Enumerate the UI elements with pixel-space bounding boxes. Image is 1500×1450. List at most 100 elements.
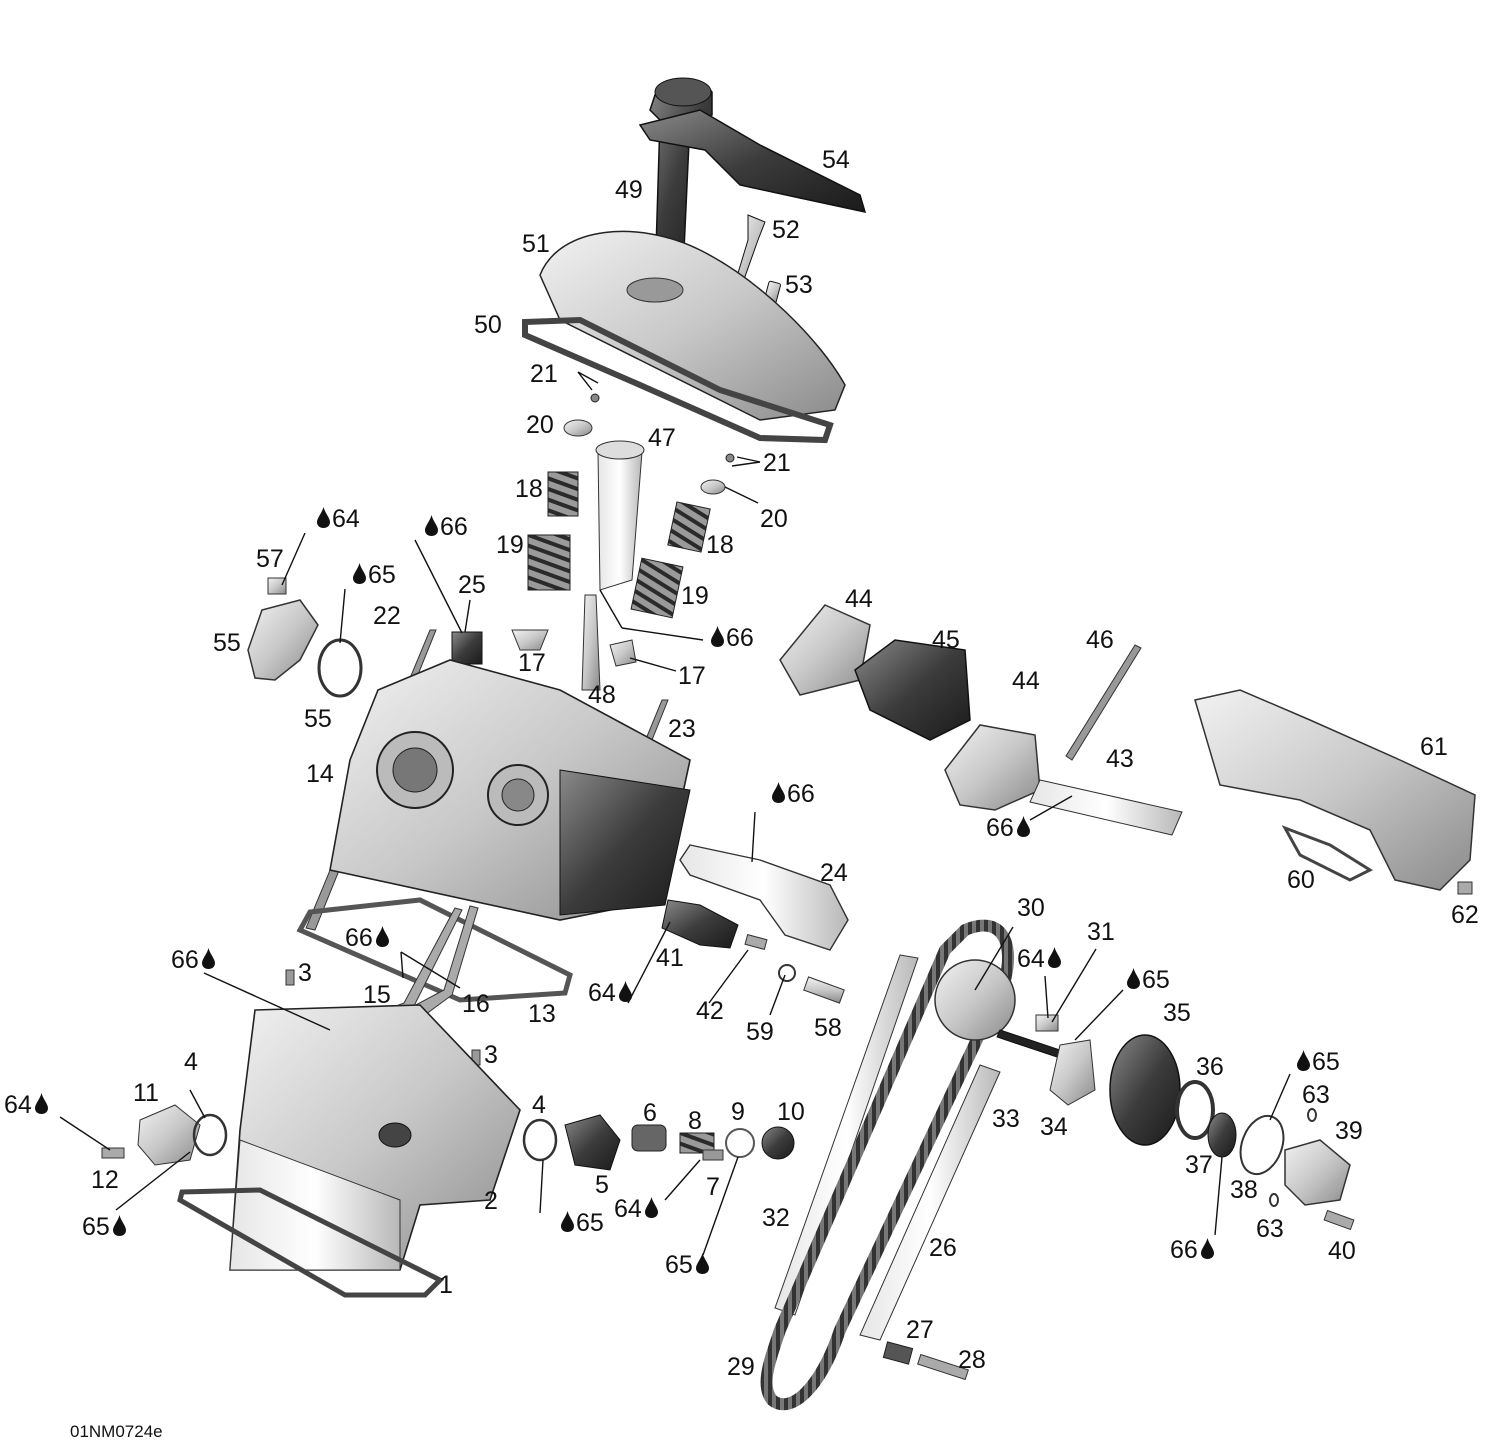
callout-c14: 14 <box>306 760 334 788</box>
callout-c20a: 20 <box>526 411 554 439</box>
leader-lines <box>59 371 1291 1256</box>
part-retainer-20b <box>700 479 726 495</box>
callout-c39: 39 <box>1335 1117 1363 1145</box>
part-rocker-25 <box>451 631 483 665</box>
callout-c44a: 44 <box>845 585 873 613</box>
callout-c35: 35 <box>1163 999 1191 1027</box>
callout-c55b: 55 <box>304 705 332 733</box>
callout-c19b: 19 <box>681 582 709 610</box>
callout-c15: 15 <box>363 981 391 1009</box>
callout-c13: 13 <box>528 1000 556 1028</box>
callout-c65d: 65 <box>82 1213 110 1241</box>
callout-c49: 49 <box>615 176 643 204</box>
callout-c36: 36 <box>1196 1053 1224 1081</box>
callout-c11: 11 <box>133 1079 159 1107</box>
callout-c50: 50 <box>474 311 502 339</box>
callout-c29: 29 <box>727 1353 755 1381</box>
part-oring-9 <box>725 1128 755 1158</box>
part-gear-35 <box>1109 1034 1181 1146</box>
callout-c18b: 18 <box>706 531 734 559</box>
callout-c24: 24 <box>820 859 848 887</box>
oil-drop-icon <box>645 1197 658 1218</box>
callout-c19a: 19 <box>496 531 524 559</box>
part-bolt-40 <box>1323 1209 1355 1231</box>
drawing-reference-code: 01NM0724e <box>70 1422 163 1441</box>
callout-c42: 42 <box>696 997 724 1025</box>
part-washer-36 <box>1175 1080 1215 1140</box>
callout-c66c: 66 <box>787 780 815 808</box>
part-nut-62 <box>1457 881 1473 895</box>
callout-c59: 59 <box>746 1018 774 1046</box>
callout-c3a: 3 <box>298 959 312 987</box>
part-sprocket-30 <box>934 959 1016 1041</box>
callout-c17b: 17 <box>678 662 706 690</box>
callout-c3b: 3 <box>484 1041 498 1069</box>
callout-c18a: 18 <box>515 475 543 503</box>
callout-c37: 37 <box>1185 1151 1213 1179</box>
part-chain-guide-26 <box>859 1064 1001 1341</box>
oil-drop-icon <box>113 1215 126 1236</box>
part-timing-chain-29 <box>760 919 1015 1411</box>
callout-c65b: 65 <box>1142 966 1170 994</box>
part-intake-44a <box>779 604 871 696</box>
callout-c41: 41 <box>656 944 684 972</box>
callout-c51: 51 <box>522 230 550 258</box>
oil-drop-icon <box>561 1211 574 1232</box>
callout-c65f: 65 <box>665 1251 693 1279</box>
oil-drop-icon <box>376 926 389 947</box>
part-oring-38 <box>1239 1114 1285 1176</box>
callout-c28: 28 <box>958 1346 986 1374</box>
callout-c40: 40 <box>1328 1237 1356 1265</box>
callout-c66a: 66 <box>440 513 468 541</box>
part-base-gasket-1 <box>177 1187 445 1298</box>
part-seal-17a <box>511 629 549 651</box>
callout-c22: 22 <box>373 602 401 630</box>
oil-drop-icon <box>1048 947 1061 968</box>
callout-c64e: 64 <box>614 1195 642 1223</box>
callout-c45: 45 <box>932 626 960 654</box>
part-head-gasket-13 <box>296 897 573 1003</box>
callout-c31: 31 <box>1087 918 1115 946</box>
part-pin-7 <box>702 1149 724 1161</box>
part-plug-58 <box>803 976 845 1004</box>
part-shield-54 <box>638 109 867 213</box>
parts-artwork <box>101 77 1476 1411</box>
part-key-21a <box>590 393 600 403</box>
part-shaft-43 <box>1029 779 1183 836</box>
callout-c17a: 17 <box>518 649 546 677</box>
callout-c66f: 66 <box>171 946 199 974</box>
callout-c66d: 66 <box>986 814 1014 842</box>
oil-drop-icon <box>1127 968 1140 989</box>
part-cylinder-head-14 <box>329 659 691 921</box>
oil-drop-icon <box>1201 1238 1214 1259</box>
oil-drop-icon <box>1017 816 1030 837</box>
part-key-21b <box>725 453 735 463</box>
callout-c47: 47 <box>648 424 676 452</box>
oil-drop-icon <box>619 981 632 1002</box>
callout-c27: 27 <box>906 1316 934 1344</box>
oil-drop-icon <box>1297 1050 1310 1071</box>
callout-c48: 48 <box>588 681 616 709</box>
part-spring-19b <box>630 557 684 619</box>
callout-c21a: 21 <box>530 360 558 388</box>
oil-drop-icon <box>772 782 785 803</box>
part-housing-5 <box>564 1114 621 1171</box>
callout-c64b: 64 <box>1017 945 1045 973</box>
part-ring-63a <box>1307 1108 1317 1122</box>
callout-c4b: 4 <box>532 1091 546 1119</box>
oil-drop-icon <box>425 515 438 536</box>
part-bolt-28 <box>917 1353 969 1381</box>
part-dowel-3a <box>285 969 295 986</box>
callout-c32: 32 <box>762 1204 790 1232</box>
callout-c66b: 66 <box>726 624 754 652</box>
part-tensioner-27 <box>882 1341 914 1365</box>
part-breather-49 <box>649 77 713 251</box>
callout-c38: 38 <box>1230 1176 1258 1204</box>
callout-c4a: 4 <box>184 1048 198 1076</box>
callout-c33: 33 <box>992 1105 1020 1133</box>
part-gasket-50 <box>522 316 834 444</box>
part-retainer-20a <box>563 419 593 437</box>
part-intake-45 <box>854 639 971 741</box>
callout-c65e: 65 <box>576 1209 604 1237</box>
